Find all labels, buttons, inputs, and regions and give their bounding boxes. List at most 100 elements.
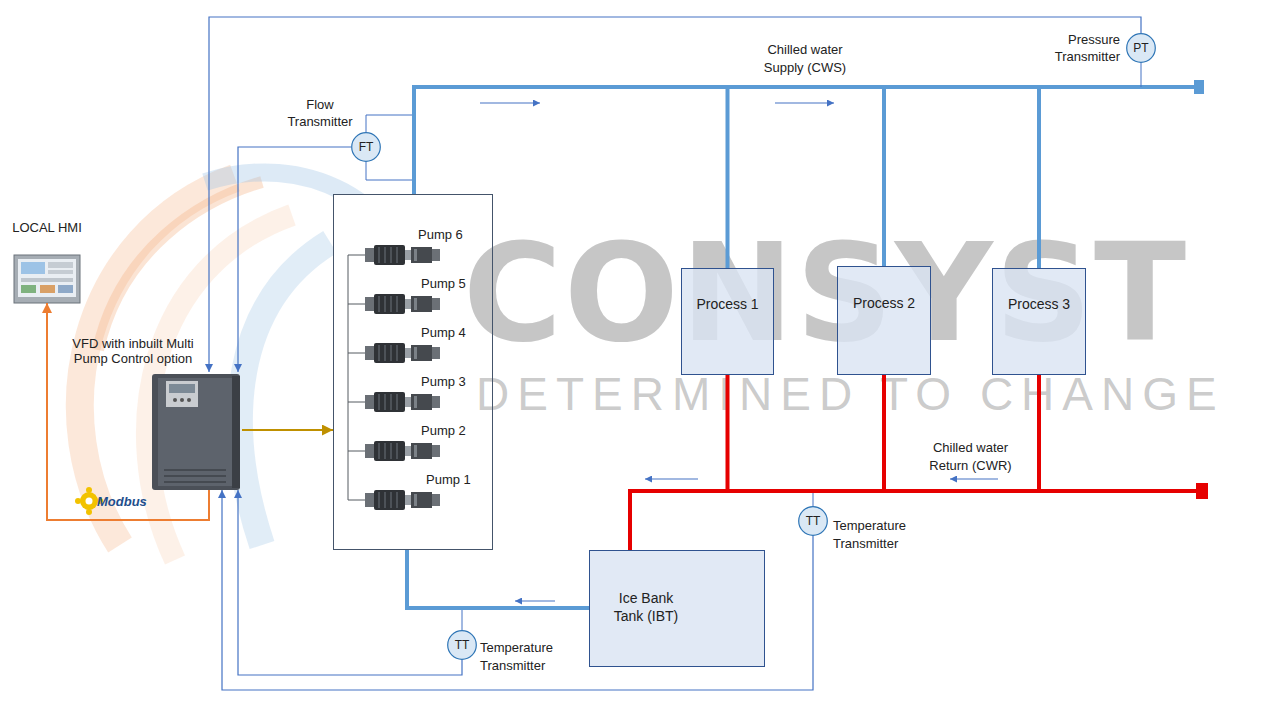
logo-swirl [147, 215, 292, 560]
vfd-drive-image [232, 376, 240, 488]
instrument-circle [448, 631, 477, 660]
signal-line [238, 490, 462, 675]
pump-manifold [348, 500, 365, 501]
device-label: VFD with inbuilt Multi Pump Control opti… [70, 336, 196, 366]
pump-manifold [348, 255, 365, 500]
pump-label: Pump 4 [421, 325, 466, 340]
supply-pipe [414, 87, 1039, 268]
pump-manifold [348, 353, 365, 354]
ice-bank-tank: Ice Bank Tank (IBT) [589, 550, 765, 667]
pump-label: Pump 6 [418, 227, 463, 242]
device-label: LOCAL HMI [8, 220, 86, 236]
vfd-drive-image [173, 398, 177, 402]
flow-arrow [515, 600, 555, 601]
hmi-screen [14, 255, 80, 303]
hmi-screen [58, 285, 73, 293]
instrument-tap [366, 115, 414, 132]
hmi-panel: LOCAL HMI [14, 255, 80, 303]
signal-line [222, 490, 813, 690]
protocol-label: Modbus [97, 494, 147, 509]
pump-image [365, 294, 440, 314]
pump: Pump 2 [363, 423, 483, 467]
vfd-drive-image [164, 481, 226, 483]
flow-arrow [775, 102, 834, 103]
instrument-label: Flow Transmitter [280, 96, 360, 130]
modbus-logo [80, 492, 98, 510]
instrument-tag: FT [351, 132, 381, 162]
supply-header [1194, 80, 1204, 94]
logo-swirl [240, 242, 330, 545]
vfd-drive-image [166, 381, 198, 407]
flow-arrow [950, 478, 998, 479]
instrument-tap [462, 608, 463, 630]
pump: Pump 4 [363, 325, 483, 369]
modbus-logo [75, 498, 81, 504]
supply-pipe [414, 87, 728, 268]
process-box: Process 1 [681, 268, 774, 375]
return-pipe [630, 375, 728, 550]
pump-image [365, 343, 440, 363]
signal-line [238, 147, 351, 372]
pump-manifold [348, 304, 365, 305]
instrument-tag: TT [447, 630, 477, 660]
instrument-tap [366, 162, 414, 180]
hmi-screen [18, 259, 76, 297]
temperature-transmitter: TTTemperature Transmitter [798, 506, 828, 536]
flow-arrow [645, 478, 698, 479]
vfd-drive-image [152, 374, 240, 490]
hmi-screen [21, 285, 36, 293]
vfd-drive-image [187, 398, 191, 402]
hmi-screen [48, 262, 73, 268]
pump-manifold [348, 451, 365, 452]
pressure-transmitter: Pressure TransmitterPT [1126, 33, 1156, 63]
flow-arrow [480, 102, 540, 103]
vfd-drive: VFD with inbuilt Multi Pump Control opti… [150, 372, 242, 490]
vfd-drive-image [169, 384, 195, 393]
pump-label: Pump 5 [421, 276, 466, 291]
pump-manifold [348, 255, 349, 500]
process-box: Process 3 [992, 268, 1086, 375]
tank-label: Ice Bank Tank (IBT) [606, 589, 686, 625]
return-header [1196, 483, 1208, 499]
pump: Pump 3 [363, 374, 483, 418]
vfd-drive-image [180, 398, 184, 402]
instrument-label: Temperature Transmitter [480, 639, 572, 675]
drive-output [242, 429, 333, 431]
process-box: Process 2 [837, 266, 931, 375]
hmi-screen [21, 262, 45, 274]
pump-label: Pump 1 [426, 472, 471, 487]
hmi-screen [14, 255, 80, 303]
hmi-screen [40, 285, 55, 293]
instrument-circle [1127, 34, 1156, 63]
instrument-circle [352, 133, 381, 162]
supply-pipe [414, 87, 884, 266]
temperature-transmitter: TTTemperature Transmitter [447, 630, 477, 660]
modbus-logo [86, 509, 92, 515]
pump: Pump 5 [363, 276, 483, 320]
vfd-drive-image [164, 469, 226, 471]
instrument-label: Pressure Transmitter [1038, 31, 1120, 65]
pump-image [365, 441, 440, 461]
pump-manifold [348, 402, 365, 403]
modbus-logo [86, 498, 93, 505]
hmi-screen [21, 278, 73, 282]
pump-label: Pump 2 [421, 423, 466, 438]
pump-skid: Pump 6 Pump 5 Pump 4 Pump 3 Pump 2 Pump 1 [333, 194, 493, 550]
instrument-label: Temperature Transmitter [833, 517, 925, 553]
instrument-circle [799, 507, 828, 536]
process-label: Process 1 [682, 296, 773, 312]
instrument-tag: PT [1126, 33, 1156, 63]
pipe-label: Chilled water Return (CWR) [923, 439, 1018, 475]
pump-image [365, 490, 440, 510]
instrument-tag: TT [798, 506, 828, 536]
hmi-screen [48, 270, 73, 274]
pump: Pump 1 [363, 472, 483, 516]
vfd-drive-image [152, 374, 240, 490]
pump: Pump 6 [363, 227, 483, 271]
supply-pipe [407, 550, 589, 608]
pump-image [365, 392, 440, 412]
flow-transmitter: Flow TransmitterFT [351, 132, 381, 162]
